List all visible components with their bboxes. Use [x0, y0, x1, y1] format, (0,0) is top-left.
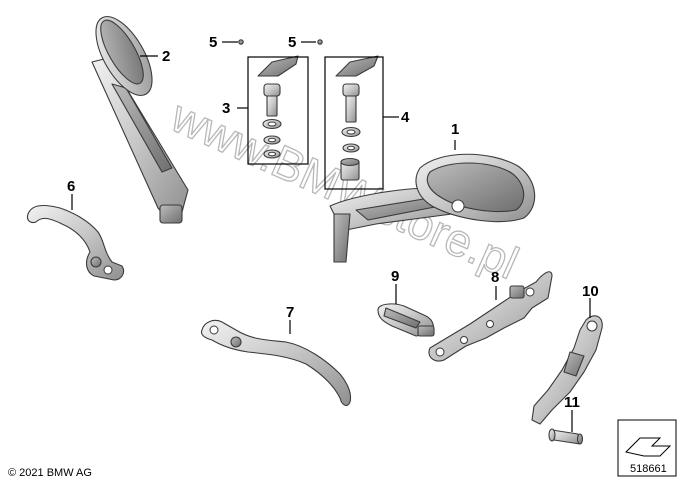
part-2-bar-end-mirror[interactable] — [85, 8, 189, 224]
part-8-bracket[interactable] — [428, 271, 553, 362]
callout-5-right: 5 — [288, 34, 296, 51]
callout-7: 7 — [286, 304, 294, 321]
callout-5-left: 5 — [209, 34, 217, 51]
arrow-icon — [625, 437, 672, 457]
part-3-screw-set[interactable] — [238, 39, 299, 159]
part-1-mirror-with-arm[interactable] — [329, 153, 536, 263]
callout-6: 6 — [67, 178, 75, 195]
callout-11: 11 — [564, 394, 580, 411]
callout-9: 9 — [391, 268, 399, 285]
callout-4: 4 — [401, 109, 410, 126]
part-10-pedal[interactable] — [531, 315, 603, 425]
part-9-footrest[interactable] — [377, 303, 435, 337]
leader-lines — [71, 41, 591, 432]
diagram-reference-box: 518661 — [617, 419, 677, 477]
callout-3: 3 — [222, 100, 230, 117]
copyright-text: © 2021 BMW AG — [8, 467, 92, 479]
part-11-pin[interactable] — [548, 428, 584, 445]
part-6-clutch-lever[interactable] — [26, 204, 125, 281]
part-7-brake-lever[interactable] — [200, 319, 352, 407]
callout-8: 8 — [491, 269, 499, 286]
part-4-screw-set[interactable] — [317, 39, 379, 181]
callout-1: 1 — [451, 121, 459, 138]
part-3-box — [247, 56, 309, 165]
callout-10: 10 — [582, 283, 599, 300]
part-4-box — [324, 56, 384, 190]
callout-2: 2 — [162, 48, 170, 65]
diagram-number: 518661 — [630, 463, 667, 475]
